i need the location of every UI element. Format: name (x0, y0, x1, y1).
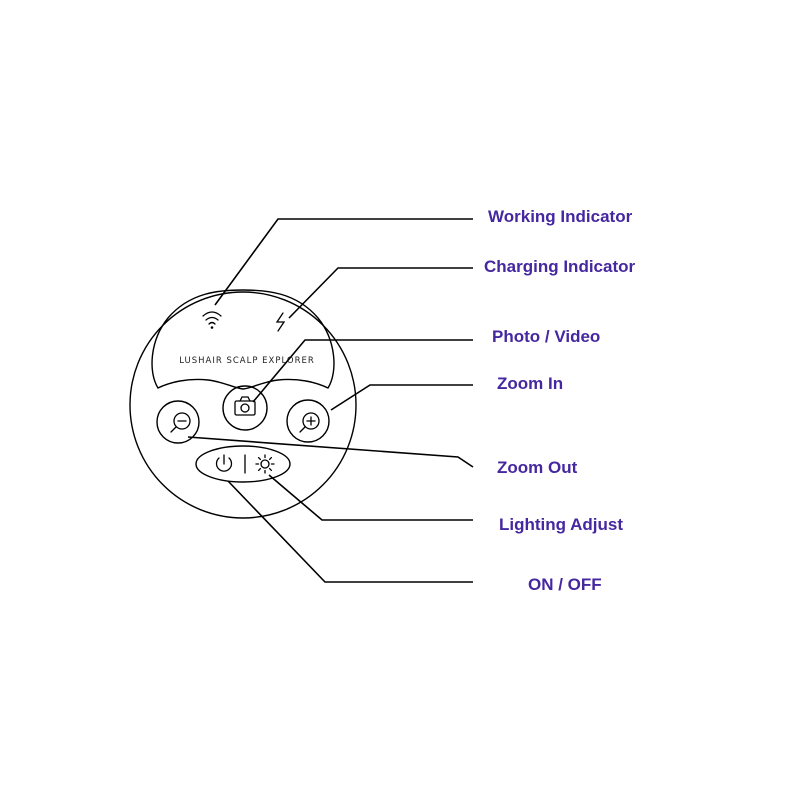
wifi-icon (202, 311, 222, 329)
leader-lines (187, 218, 474, 583)
leader-on-off (227, 480, 473, 583)
leader-zoom-in (330, 384, 473, 411)
device-outline (129, 291, 357, 519)
power-button[interactable] (215, 454, 233, 472)
zoom-out-button[interactable] (156, 400, 200, 444)
leader-lighting (268, 474, 473, 521)
leader-zoom-out (187, 436, 474, 468)
lighting-button[interactable] (255, 454, 275, 474)
label-zoom-out: Zoom Out (497, 458, 578, 477)
leader-charging (288, 267, 473, 319)
sun-icon (255, 454, 275, 474)
lightning-icon (275, 312, 286, 332)
zoom-in-button[interactable] (286, 399, 330, 443)
indicator-panel (151, 289, 335, 390)
photo-video-button[interactable] (222, 385, 268, 431)
leader-photo (252, 339, 473, 403)
leader-working (214, 218, 473, 306)
device-body: LUSHAIR SCALP EXPLORER (129, 289, 357, 519)
camera-icon (234, 396, 256, 416)
zoom-out-icon (170, 412, 191, 433)
zoom-in-icon (299, 412, 320, 433)
callout-labels: Working Indicator Charging Indicator Pho… (484, 207, 636, 594)
label-working-indicator: Working Indicator (488, 207, 633, 226)
label-lighting-adjust: Lighting Adjust (499, 515, 623, 534)
label-zoom-in: Zoom In (497, 374, 563, 393)
label-charging-indicator: Charging Indicator (484, 257, 636, 276)
label-photo-video: Photo / Video (492, 327, 600, 346)
device-brand-text: LUSHAIR SCALP EXPLORER (179, 356, 315, 366)
power-icon (215, 454, 233, 472)
power-light-pill (195, 445, 291, 483)
label-on-off: ON / OFF (528, 575, 602, 594)
